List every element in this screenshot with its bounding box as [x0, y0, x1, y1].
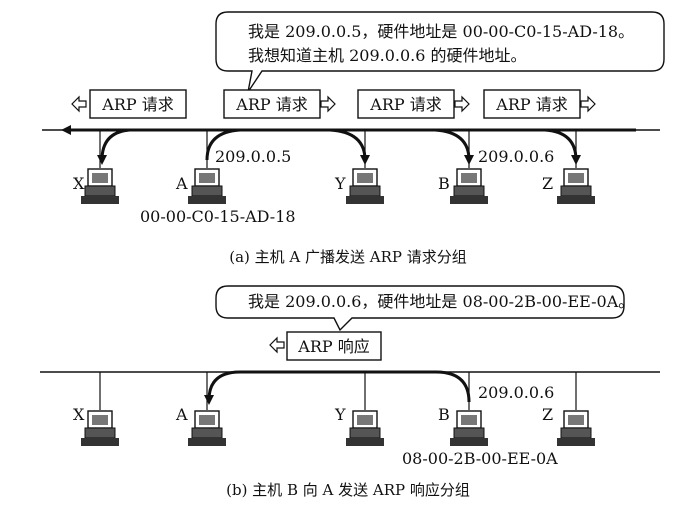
mac-a-label: 00-00-C0-15-AD-18: [140, 207, 296, 226]
callout-a-line2: 我想知道主机 209.0.0.6 的硬件地址。: [248, 46, 527, 65]
left-arrow-icon: [269, 337, 285, 353]
mac-b-label: 08-00-2B-00-EE-0A: [402, 449, 558, 468]
host-b-label: B: [438, 174, 450, 193]
callout-a-line1: 我是 209.0.0.5，硬件地址是 00-00-C0-15-AD-18。: [248, 22, 634, 41]
ip-a-label: 209.0.0.5: [215, 147, 291, 166]
computer-a-icon: [187, 410, 227, 447]
computer-y-icon: [345, 410, 385, 447]
arp-response-label: ARP 响应: [297, 337, 369, 356]
host-b-label: B: [438, 405, 450, 424]
host-x-label: X: [73, 405, 85, 424]
panel-b: 我是 209.0.0.6，硬件地址是 08-00-2B-00-EE-0A。 AR…: [40, 285, 660, 499]
arp-request-box-2: ARP 请求: [223, 89, 336, 119]
left-arrow-icon: [71, 96, 87, 112]
right-arrow-icon: [580, 96, 596, 112]
callout-bubble-b: [215, 285, 625, 332]
response-flow-b: [204, 370, 471, 405]
ip-b-label: 209.0.0.6: [478, 383, 554, 402]
host-a-label: A: [175, 174, 188, 193]
ip-b-label: 209.0.0.6: [478, 147, 554, 166]
computer-b-icon: [449, 168, 489, 205]
host-a-label: A: [175, 405, 188, 424]
computer-x-icon: [80, 168, 120, 205]
arp-request-label: ARP 请求: [369, 95, 441, 114]
host-y-label: Y: [334, 405, 346, 424]
computer-b-icon: [449, 410, 489, 447]
arp-response-box: ARP 响应: [269, 331, 382, 361]
host-z-label: Z: [542, 174, 553, 193]
arp-request-label: ARP 请求: [235, 95, 307, 114]
arp-request-box-3: ARP 请求: [357, 89, 470, 119]
computer-a-icon: [187, 168, 227, 205]
arp-request-label: ARP 请求: [101, 95, 173, 114]
arp-request-label: ARP 请求: [495, 95, 567, 114]
computer-y-icon: [345, 168, 385, 205]
right-arrow-icon: [454, 96, 470, 112]
panel-a: 我是 209.0.0.5，硬件地址是 00-00-C0-15-AD-18。 我想…: [42, 11, 665, 266]
right-arrow-icon: [320, 96, 336, 112]
host-x-label: X: [73, 174, 85, 193]
host-z-label: Z: [542, 405, 553, 424]
caption-b: (b) 主机 B 向 A 发送 ARP 响应分组: [226, 481, 470, 499]
arp-request-box-4: ARP 请求: [483, 89, 596, 119]
callout-b-line1: 我是 209.0.0.6，硬件地址是 08-00-2B-00-EE-0A。: [248, 292, 634, 311]
host-y-label: Y: [334, 174, 346, 193]
computer-z-icon: [556, 168, 596, 205]
computer-z-icon: [556, 410, 596, 447]
caption-a: (a) 主机 A 广播发送 ARP 请求分组: [229, 248, 467, 266]
callout-bubble-a: [215, 11, 665, 93]
computer-x-icon: [80, 410, 120, 447]
arp-request-box-1: ARP 请求: [71, 89, 187, 119]
